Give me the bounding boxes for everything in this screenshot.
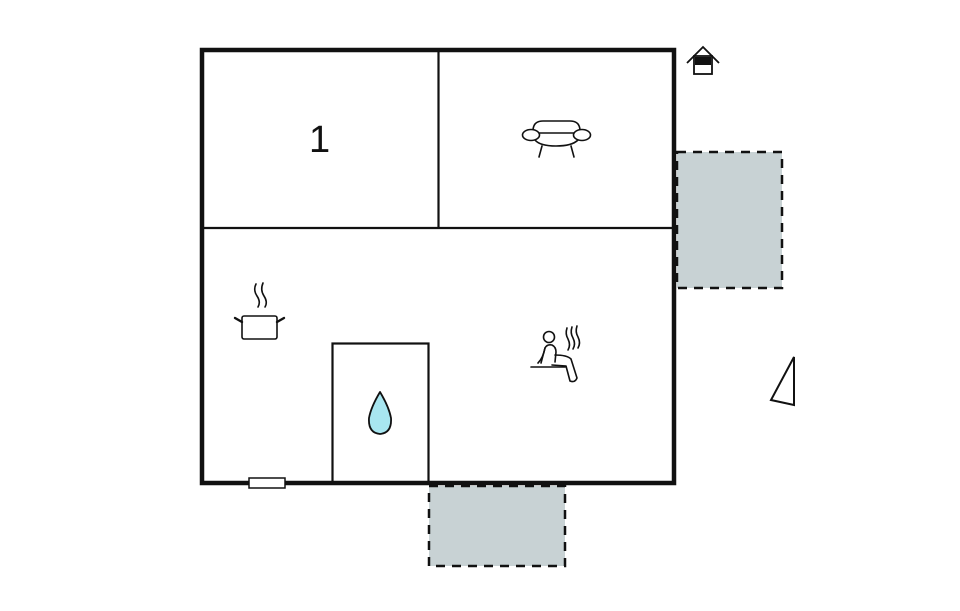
terrace-south bbox=[427, 484, 567, 568]
house-entrance-icon bbox=[686, 45, 720, 75]
cooking-pot-icon bbox=[233, 282, 286, 340]
sofa-icon bbox=[521, 120, 592, 158]
outer-walls bbox=[199, 47, 677, 486]
room-number-label: 1 bbox=[309, 119, 331, 161]
sauna-icon bbox=[530, 325, 581, 383]
window-icon bbox=[248, 477, 286, 489]
terrace-east bbox=[675, 150, 784, 290]
water-drop-icon bbox=[368, 391, 392, 435]
north-arrow-icon bbox=[769, 356, 795, 407]
